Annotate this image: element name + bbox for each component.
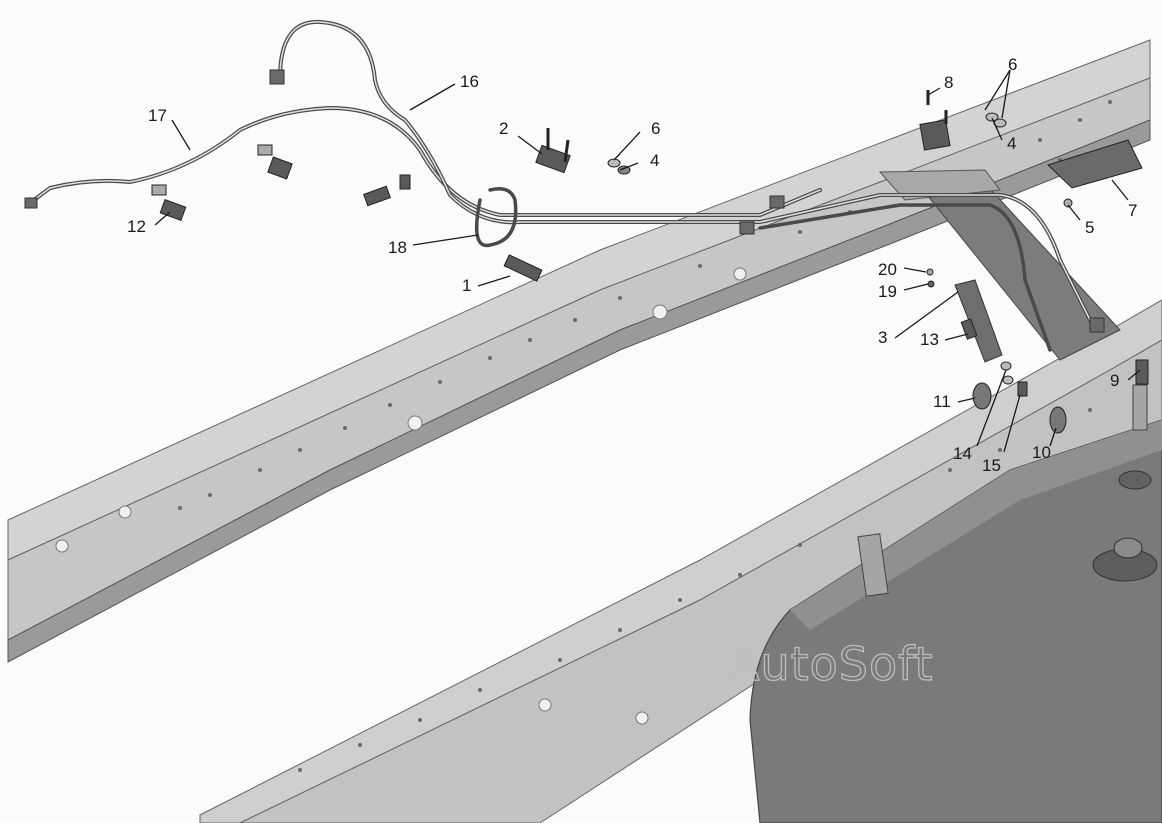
pipe-union-1 [269, 69, 285, 85]
right-frame-rail [199, 299, 1162, 823]
clip-12b [151, 184, 167, 196]
cross-member-top [878, 169, 1001, 201]
callout-1: 1 [462, 276, 471, 295]
pipe-16-highlight [279, 21, 1091, 321]
callout-19: 19 [878, 282, 897, 301]
tank-filler-cap [1113, 537, 1143, 559]
washer-14b [1002, 375, 1014, 385]
bolt-2b [563, 139, 570, 163]
callout-4a: 4 [650, 151, 659, 170]
pipe-18-loop [474, 187, 518, 248]
callout-11: 11 [933, 392, 951, 411]
fuel-tank [749, 384, 1162, 823]
right-rail-web [239, 339, 1162, 823]
callout-14: 14 [953, 444, 972, 463]
pipe-union-3 [739, 221, 755, 235]
callout-8: 8 [944, 73, 953, 92]
callout-9: 9 [1110, 371, 1119, 390]
bracket-3 [954, 279, 1003, 363]
callout-6b: 6 [1008, 55, 1017, 74]
callout-17: 17 [148, 106, 167, 125]
clip-a [267, 156, 293, 180]
clamp-2 [535, 144, 571, 174]
nut-4a [617, 165, 631, 175]
washer-6a [607, 158, 621, 168]
brake-pipes [24, 19, 1105, 352]
bracket-1 [503, 254, 543, 282]
tank-strap-bracket-2 [1132, 384, 1148, 431]
washer-14 [1000, 361, 1012, 371]
clip-c [399, 174, 411, 190]
bolt-15 [1017, 381, 1028, 397]
left-rail-bottom-flange [7, 119, 1151, 663]
grommet-10 [1049, 406, 1067, 434]
pipe-run-to-crossmember [758, 203, 1052, 352]
callout-7: 7 [1128, 201, 1137, 220]
washer-6b [985, 112, 999, 122]
callout-3: 3 [878, 328, 887, 347]
pipe-union-2 [24, 197, 38, 209]
nut-19 [927, 280, 935, 288]
clip-b [363, 185, 391, 207]
left-frame-rail [7, 39, 1151, 663]
cross-member [878, 169, 1121, 363]
bolt-13 [960, 318, 978, 340]
callout-20: 20 [878, 260, 897, 279]
callout-13: 13 [920, 330, 939, 349]
clamp-crossmember [919, 119, 951, 151]
callout-6a: 6 [651, 119, 660, 138]
pipe-union-5 [1089, 317, 1105, 333]
pipe-union-4 [769, 195, 785, 209]
tank-port [1118, 470, 1152, 490]
plate-7 [1047, 139, 1143, 189]
callout-12: 12 [127, 217, 146, 236]
tank-strap-bracket [857, 533, 889, 597]
washer-20 [926, 268, 934, 276]
leader-lines [154, 69, 1141, 453]
callout-15: 15 [982, 456, 1001, 475]
callout-18: 18 [388, 238, 407, 257]
grommet-11 [972, 382, 992, 410]
callout-4b: 4 [1007, 134, 1016, 153]
screw-5 [1063, 198, 1073, 208]
callout-5: 5 [1085, 218, 1094, 237]
callout-2: 2 [499, 119, 508, 138]
tank-body [749, 419, 1162, 823]
callout-labels: 1 2 3 4 4 5 6 6 7 8 9 10 11 12 13 14 15 … [127, 55, 1137, 475]
bracket-9 [1135, 359, 1149, 385]
clip-ab [257, 144, 273, 156]
clip-12 [159, 199, 187, 221]
callout-16: 16 [460, 72, 479, 91]
pipe-17-highlight [29, 107, 821, 216]
watermark-text: AutoSoft [728, 637, 934, 691]
callout-10: 10 [1032, 443, 1051, 462]
hardware-parts [151, 90, 1149, 434]
